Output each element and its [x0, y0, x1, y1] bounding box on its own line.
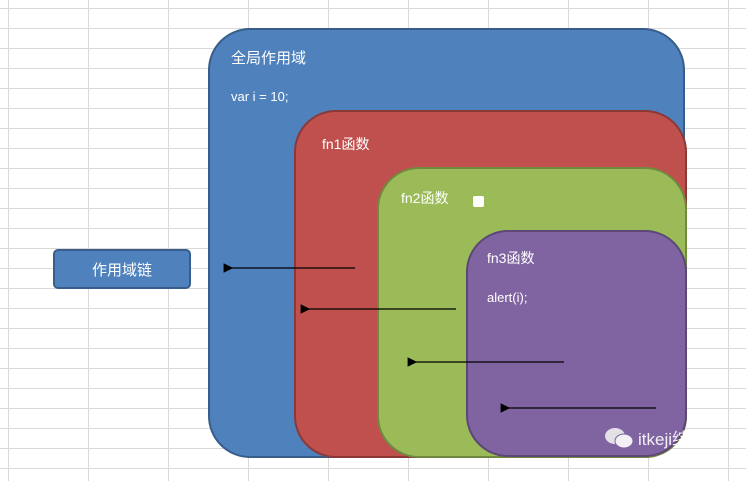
fn2-scope-title: fn2函数 — [401, 190, 449, 206]
fn1-scope-title: fn1函数 — [322, 136, 370, 152]
watermark-text: itkeji综合 — [638, 430, 707, 449]
scope-chain-label: 作用域链 — [53, 249, 191, 289]
small-square-marker — [473, 196, 484, 207]
watermark: itkeji综合 — [604, 425, 706, 450]
global-scope-title: 全局作用域 — [231, 50, 307, 67]
fn3-scope-title: fn3函数 — [487, 250, 535, 266]
global-scope-code: var i = 10; — [231, 89, 289, 104]
wechat-icon — [605, 427, 634, 448]
fn3-scope-box — [466, 230, 687, 457]
fn3-scope-code: alert(i); — [487, 290, 528, 305]
